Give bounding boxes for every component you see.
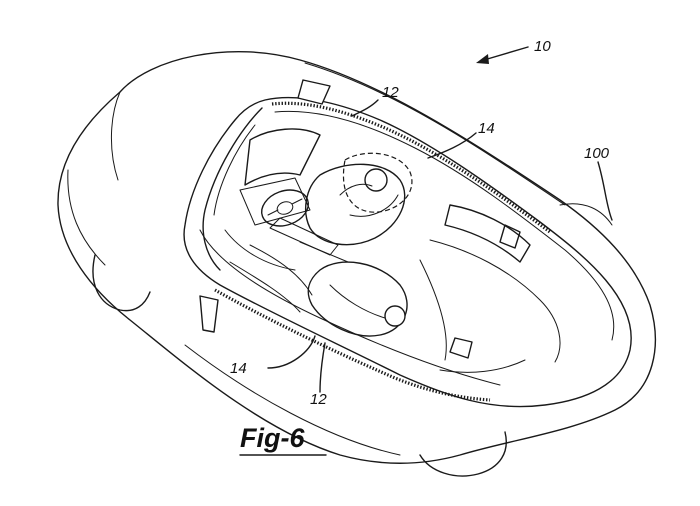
steering-wheel xyxy=(261,189,309,227)
seal-strip-upper xyxy=(271,101,551,234)
seal-strip-lower xyxy=(214,288,491,402)
label-14-lower: 14 xyxy=(230,360,247,377)
vehicle-body xyxy=(57,50,656,464)
arrow-head-10 xyxy=(476,54,489,64)
caption-text: Fig-6 xyxy=(240,423,305,453)
label-100: 100 xyxy=(584,145,610,162)
driver-seat xyxy=(304,152,413,246)
label-12-upper: 12 xyxy=(382,84,399,101)
wheels xyxy=(92,203,613,477)
label-10: 10 xyxy=(534,38,551,55)
windshield-frame xyxy=(202,107,263,271)
dashboard xyxy=(224,128,321,271)
figure-caption: Fig-6 xyxy=(239,423,327,456)
passenger-seat xyxy=(229,244,408,337)
label-14-upper: 14 xyxy=(478,120,495,137)
reference-numerals: 10 100 12 14 14 12 xyxy=(230,38,610,408)
label-12-lower: 12 xyxy=(310,391,327,408)
rear-deck xyxy=(419,204,561,373)
leader-lines xyxy=(267,46,613,393)
side-mirrors xyxy=(199,79,331,333)
center-console xyxy=(269,217,349,263)
cabin-opening xyxy=(183,96,632,408)
